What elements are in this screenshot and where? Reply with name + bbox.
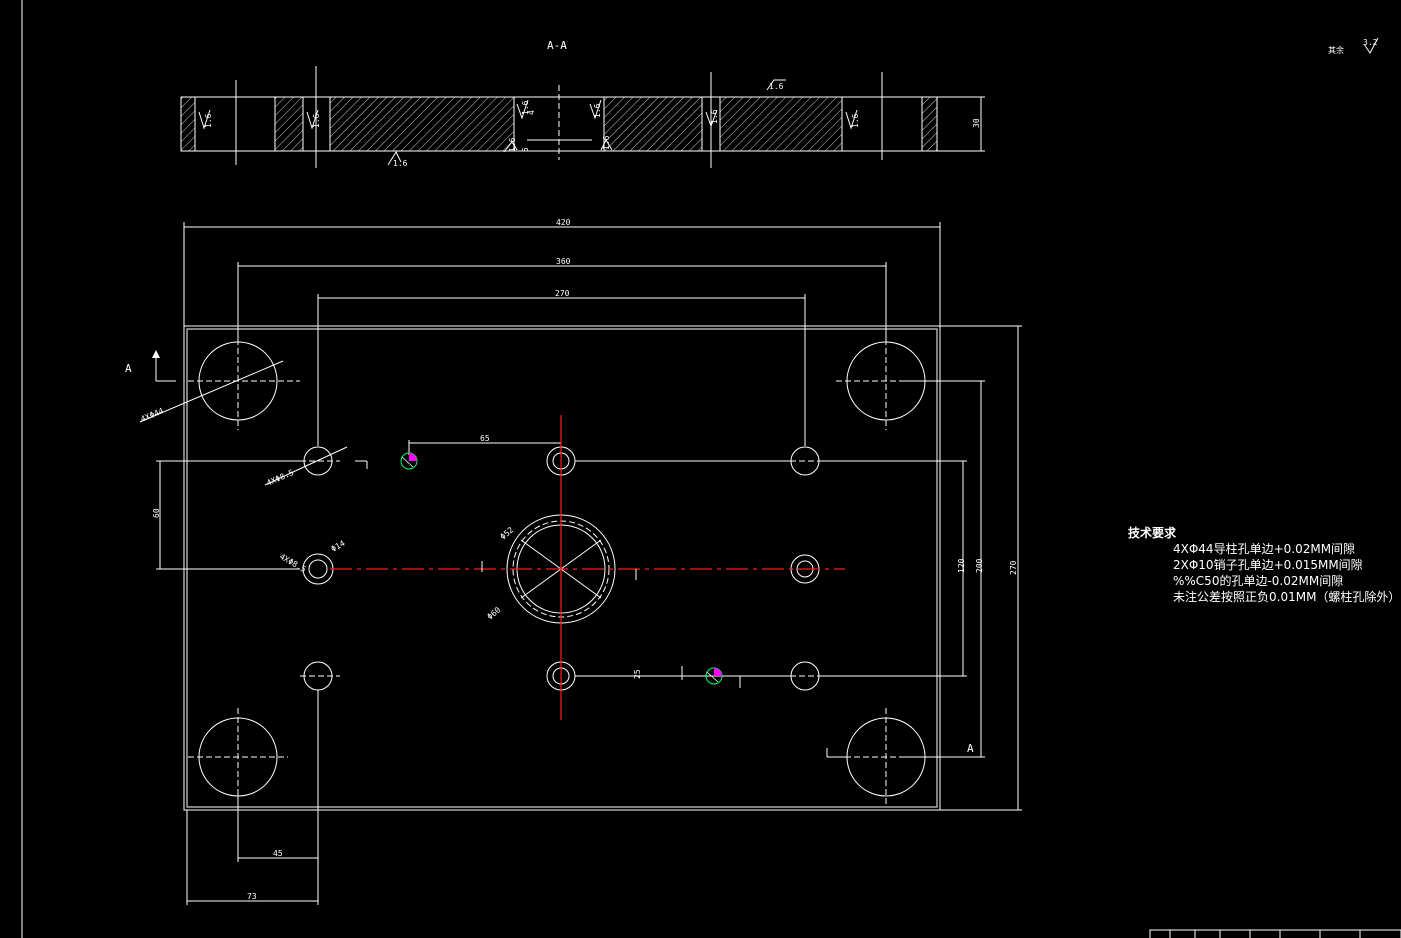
hatch-band — [180, 96, 196, 152]
hatch-band — [719, 96, 843, 152]
guide-hole — [188, 708, 288, 806]
callout-center-outer: Φ52 — [499, 525, 516, 541]
tech-requirement-item: %%C50的孔单边-0.02MM间隙 — [1173, 574, 1344, 588]
dim-small-25: 25 — [633, 669, 642, 679]
dim-overall-height: 270 — [1009, 560, 1018, 575]
screw-hole — [790, 446, 820, 476]
hatch-band — [329, 96, 515, 152]
roughness-marks: 1.6 1.6 1.6 1.6 1.6 1.6 1.6 1.6 1.6 1.6 — [198, 79, 860, 168]
plan-view: 420 360 270 270 200 120 60 45 7 — [125, 218, 1022, 905]
pin-hole-marker — [705, 667, 723, 685]
section-title: A-A — [547, 39, 567, 52]
dim-offset-45: 45 — [273, 849, 283, 858]
dim-pin-pitch: 270 — [555, 289, 570, 298]
tech-requirement-item: 未注公差按照正负0.01MM（螺柱孔除外） — [1173, 590, 1401, 604]
drawing-border — [21, 0, 1401, 938]
dim-offset-60: 60 — [152, 508, 161, 518]
section-marker-label: A — [125, 362, 132, 375]
callout-guide-holes: 4XΦ44 — [139, 406, 165, 424]
pin-hole-marker — [400, 452, 418, 470]
roughness-label: 1.6 — [710, 109, 719, 124]
tech-requirement-item: 2XΦ10销子孔单边+0.015MM间隙 — [1173, 558, 1363, 572]
section-thickness-dim: 30 — [972, 118, 981, 128]
guide-hole — [836, 708, 936, 806]
dim-height-120: 120 — [957, 558, 966, 573]
dim-guide-pitch: 360 — [556, 257, 571, 266]
tech-requirements: 技术要求 4XΦ44导柱孔单边+0.02MM间隙 2XΦ10销子孔单边+0.01… — [1128, 525, 1400, 605]
roughness-label: 1.6 — [521, 100, 530, 115]
dim-offset-73: 73 — [247, 892, 257, 901]
plate-outline — [183, 325, 941, 811]
section-marker-bottom: A — [826, 742, 974, 758]
callout-counterbore-b: Φ14 — [330, 539, 347, 554]
roughness-label: 1.6 — [593, 103, 602, 118]
roughness-label: 1.6 — [851, 113, 860, 128]
callout-center-inner: Φ60 — [486, 605, 503, 621]
screw-hole — [790, 661, 820, 691]
hatch-band — [274, 96, 304, 152]
hatch-band — [921, 96, 938, 152]
center-hole — [330, 415, 845, 720]
roughness-label: 1.6 — [204, 113, 213, 128]
corner-mark-text: 其余 — [1328, 45, 1344, 55]
tech-requirement-item: 4XΦ44导柱孔单边+0.02MM间隙 — [1173, 542, 1356, 556]
roughness-label: 1.6 — [508, 137, 517, 152]
section-dim: 5 — [521, 147, 530, 152]
screw-hole — [300, 446, 340, 476]
section-dim: 4 — [527, 110, 536, 115]
corner-mark-roughness: 3.2 — [1363, 38, 1378, 47]
section-marker-label: A — [967, 742, 974, 755]
callout-screw-holes: 4XΦ8.5 — [265, 468, 295, 488]
counterbore-hole — [302, 553, 334, 585]
guide-hole — [188, 330, 300, 430]
dim-offset-65: 65 — [480, 434, 490, 443]
callout-counterbore-a: 4XΦ8.5 — [278, 552, 308, 574]
roughness-label: 1.6 — [393, 159, 408, 168]
roughness-label: 1.6 — [602, 135, 611, 150]
guide-hole — [836, 330, 936, 430]
section-view: A-A 30 1.6 1.6 — [180, 39, 985, 168]
dim-overall-width: 420 — [556, 218, 571, 227]
tech-requirements-title: 技术要求 — [1128, 526, 1177, 540]
section-marker-top: A — [125, 350, 176, 382]
screw-hole — [300, 661, 340, 691]
roughness-label: 1.6 — [312, 113, 321, 128]
dim-height-200: 200 — [975, 558, 984, 573]
corner-roughness-mark: 其余 3.2 — [1328, 37, 1379, 55]
hatch-band — [603, 96, 703, 152]
roughness-label: 1.6 — [769, 82, 784, 91]
